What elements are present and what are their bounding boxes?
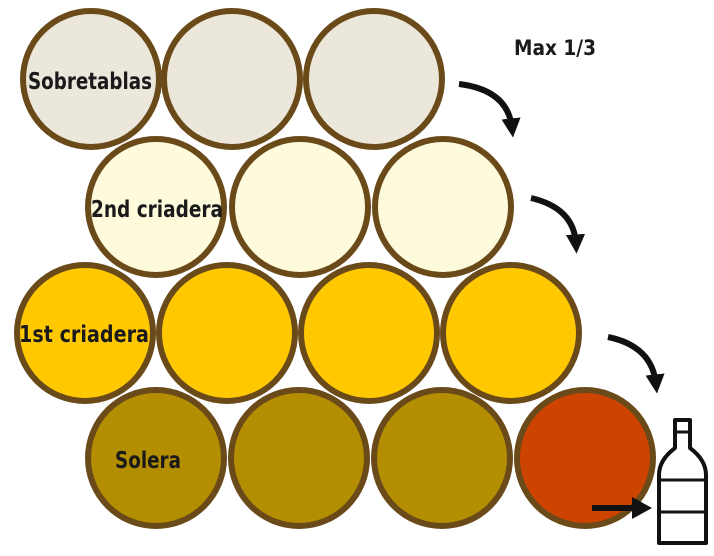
barrel [440,262,582,404]
max-fraction-label: Max 1/3 [514,36,596,60]
tier-1st-criadera [14,262,582,404]
tier-label-sobretablas: Sobretablas [28,69,152,95]
barrel [303,8,445,150]
barrel [156,262,298,404]
barrel [298,262,440,404]
tier-sobretablas [20,8,445,150]
barrel-oldest [514,387,656,529]
bottle-icon [657,418,708,545]
curved-arrow-icon [458,81,521,138]
barrel [85,136,227,278]
barrel [161,8,303,150]
tier-2nd-criadera [85,136,514,278]
barrel [85,387,227,529]
right-arrow-head [632,497,652,519]
tier-label-2nd-criadera: 2nd criadera [91,197,223,223]
barrel [14,262,156,404]
barrel [229,136,371,278]
curved-arrow-icon [607,334,665,394]
tier-label-1st-criadera: 1st criadera [19,322,149,348]
curved-arrow-icon [530,195,586,254]
barrel [228,387,370,529]
tier-label-solera: Solera [115,448,181,474]
barrel [371,387,513,529]
barrel [20,8,162,150]
tier-solera [85,387,656,529]
barrel [372,136,514,278]
